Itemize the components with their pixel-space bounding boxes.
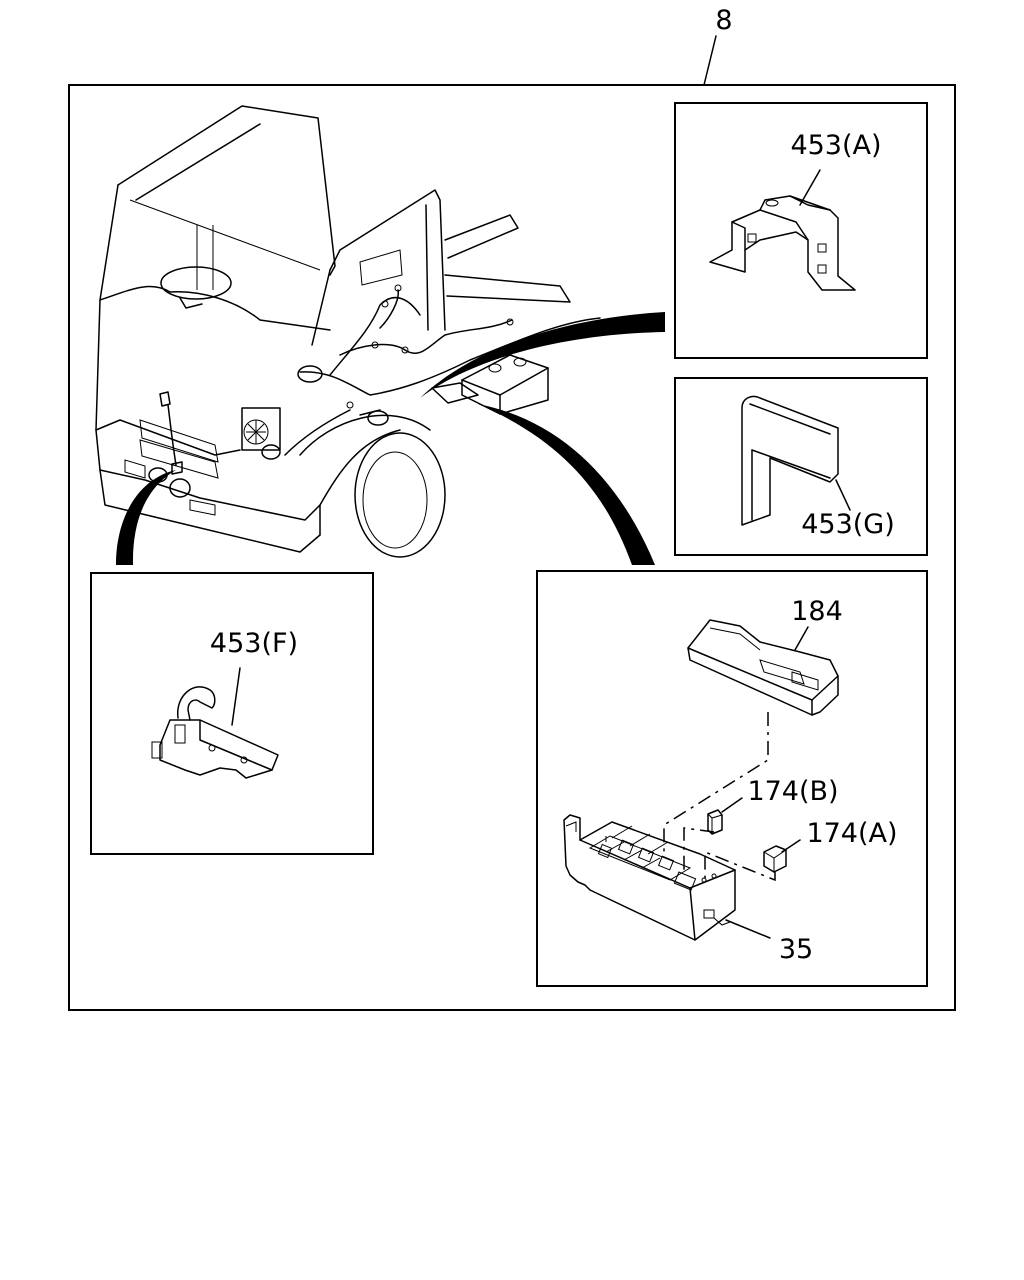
bracket-a-part [709,195,856,291]
callout-bracket-a[interactable]: 453(A) [790,130,881,161]
truck-cab-illustration [95,105,601,558]
assembly-line-relay-b [683,827,715,870]
pointer-to-fuse-box [478,404,655,565]
bracket-f-part [151,686,279,779]
leader-bracket-g [835,479,851,511]
relay-b-part [707,809,723,835]
bracket-g-part [741,395,839,526]
fuse-box-part [563,814,736,941]
pointer-to-bracket-a [420,312,665,398]
assembly-line-relay-a [704,850,776,882]
callout-cover[interactable]: 184 [791,596,843,627]
detail-box-bracket-a [674,102,928,359]
detail-box-fuse-box [536,570,928,987]
assembly-frame [68,84,956,1011]
leader-cover [794,626,809,651]
leader-fuse-box [725,919,771,939]
relay-a-part [763,845,787,873]
cover-part [687,619,839,716]
detail-box-bracket-g [674,377,928,556]
callout-bracket-f[interactable]: 453(F) [210,628,298,659]
callout-relay-b[interactable]: 174(B) [747,776,838,807]
leader-assembly [703,35,717,86]
callout-bracket-g[interactable]: 453(G) [801,509,895,540]
leader-bracket-f [231,667,241,726]
assembly-line-cover [663,712,769,855]
callout-assembly[interactable]: 8 [715,5,732,36]
detail-box-bracket-f [90,572,374,855]
callout-relay-a[interactable]: 174(A) [806,818,897,849]
leader-bracket-a [799,169,821,206]
callout-fuse-box[interactable]: 35 [779,934,813,965]
pointer-to-bracket-f [116,470,176,565]
leader-relay-b [721,797,743,813]
